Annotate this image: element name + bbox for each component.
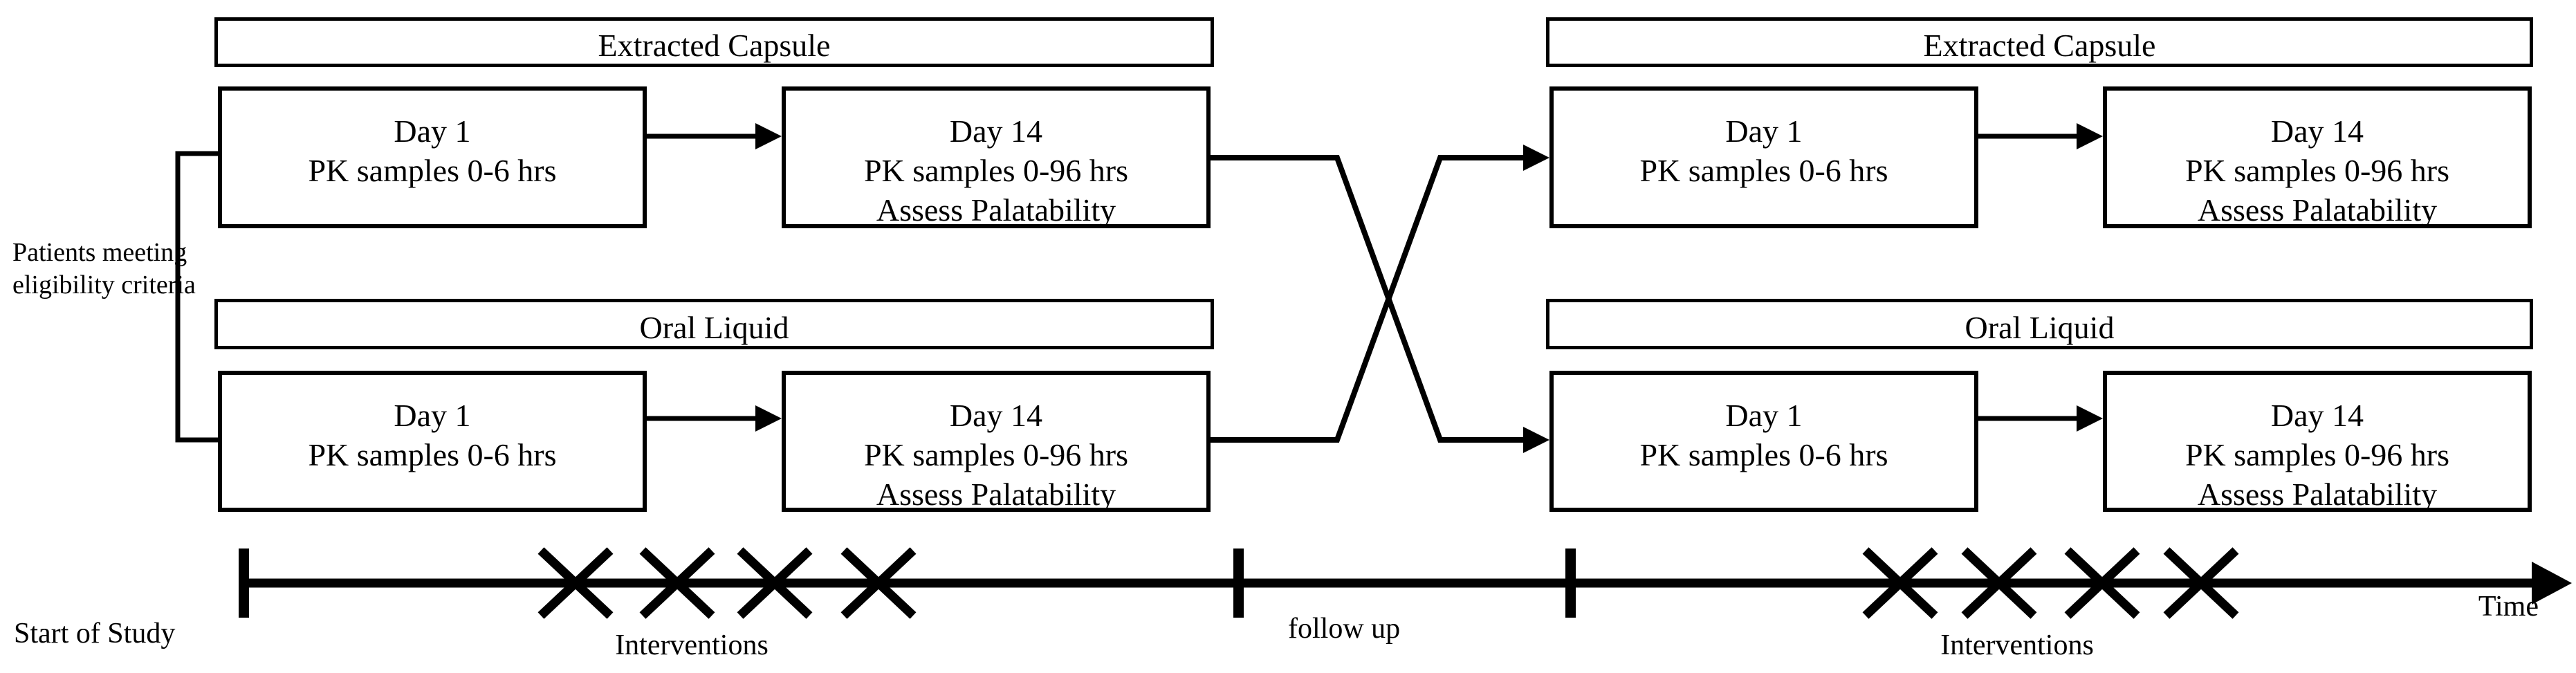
intervention-x-mark [2163,547,2239,619]
time-label: Time [2478,591,2539,623]
study-start-tick [239,548,249,618]
box-detail: PK samples 0-96 hrs [2184,153,2450,188]
arrow-period2-liquid-day1-to-day14 [1978,405,2103,432]
header-label: Extracted Capsule [598,28,831,63]
intervention-x-mark [1961,547,2037,619]
header-oral-liquid-period1: Oral Liquid [214,299,1214,349]
arrow-period1-capsule-day1-to-day14 [647,123,782,149]
box-period2-liquid-day1: Day 1 PK samples 0-6 hrs [1549,371,1978,512]
box-title: Day 14 [2270,113,2364,149]
header-label: Oral Liquid [639,310,789,345]
box-detail: PK samples 0-96 hrs [863,437,1129,472]
intervention-x-marks-right [1862,547,2239,619]
followup-label: follow up [1288,613,1401,645]
interventions-left-label: Interventions [615,629,769,661]
box-title: Day 14 [949,113,1043,149]
box-detail: PK samples 0-6 hrs [308,153,557,188]
intervention-x-mark [737,547,813,619]
followup-start-tick [1233,548,1244,618]
box-period1-capsule-day1: Day 1 PK samples 0-6 hrs [218,86,647,228]
box-title: Day 1 [1725,398,1803,433]
eligibility-bracket [175,151,218,443]
eligibility-label-line1: Patients meeting [12,238,187,267]
box-period1-capsule-day14: Day 14 PK samples 0-96 hrs Assess Palata… [782,86,1211,228]
box-title: Day 14 [2270,398,2364,433]
intervention-x-marks-left [537,547,917,619]
box-detail: PK samples 0-6 hrs [1639,153,1888,188]
timeline-axis [239,548,2572,618]
box-detail: Assess Palatability [2197,477,2438,512]
intervention-x-mark [840,547,917,619]
box-period2-liquid-day14: Day 14 PK samples 0-96 hrs Assess Palata… [2103,371,2532,512]
box-title: Day 14 [949,398,1043,433]
header-oral-liquid-period2: Oral Liquid [1546,299,2533,349]
header-label: Extracted Capsule [1923,28,2156,63]
box-detail: Assess Palatability [876,477,1116,512]
eligibility-label-line2: eligibility criteria [12,270,196,299]
start-of-study-label: Start of Study [14,618,176,649]
box-title: Day 1 [1725,113,1803,149]
followup-end-tick [1565,548,1576,618]
box-title: Day 1 [394,113,471,149]
interventions-right-label: Interventions [1940,629,2094,661]
box-period2-capsule-day14: Day 14 PK samples 0-96 hrs Assess Palata… [2103,86,2532,228]
box-period1-liquid-day14: Day 14 PK samples 0-96 hrs Assess Palata… [782,371,1211,512]
eligibility-label: Patients meeting eligibility criteria [12,237,196,302]
box-detail: PK samples 0-6 hrs [1639,437,1888,472]
crossover-liquid-to-capsule [1211,145,1549,443]
header-extracted-capsule-period2: Extracted Capsule [1546,17,2533,67]
timeline-arrowhead [2532,562,2572,605]
box-detail: PK samples 0-96 hrs [863,153,1129,188]
box-detail: Assess Palatability [876,192,1116,228]
intervention-x-mark [639,547,715,619]
intervention-x-mark [537,547,614,619]
header-extracted-capsule-period1: Extracted Capsule [214,17,1214,67]
crossover-capsule-to-liquid [1211,155,1549,453]
box-period1-liquid-day1: Day 1 PK samples 0-6 hrs [218,371,647,512]
box-title: Day 1 [394,398,471,433]
arrow-period1-liquid-day1-to-day14 [647,405,782,432]
intervention-x-mark [2064,547,2140,619]
box-period2-capsule-day1: Day 1 PK samples 0-6 hrs [1549,86,1978,228]
intervention-x-mark [1862,547,1938,619]
arrow-period2-capsule-day1-to-day14 [1978,123,2103,149]
box-detail: PK samples 0-6 hrs [308,437,557,472]
box-detail: PK samples 0-96 hrs [2184,437,2450,472]
header-label: Oral Liquid [1965,310,2115,345]
box-detail: Assess Palatability [2197,192,2438,228]
